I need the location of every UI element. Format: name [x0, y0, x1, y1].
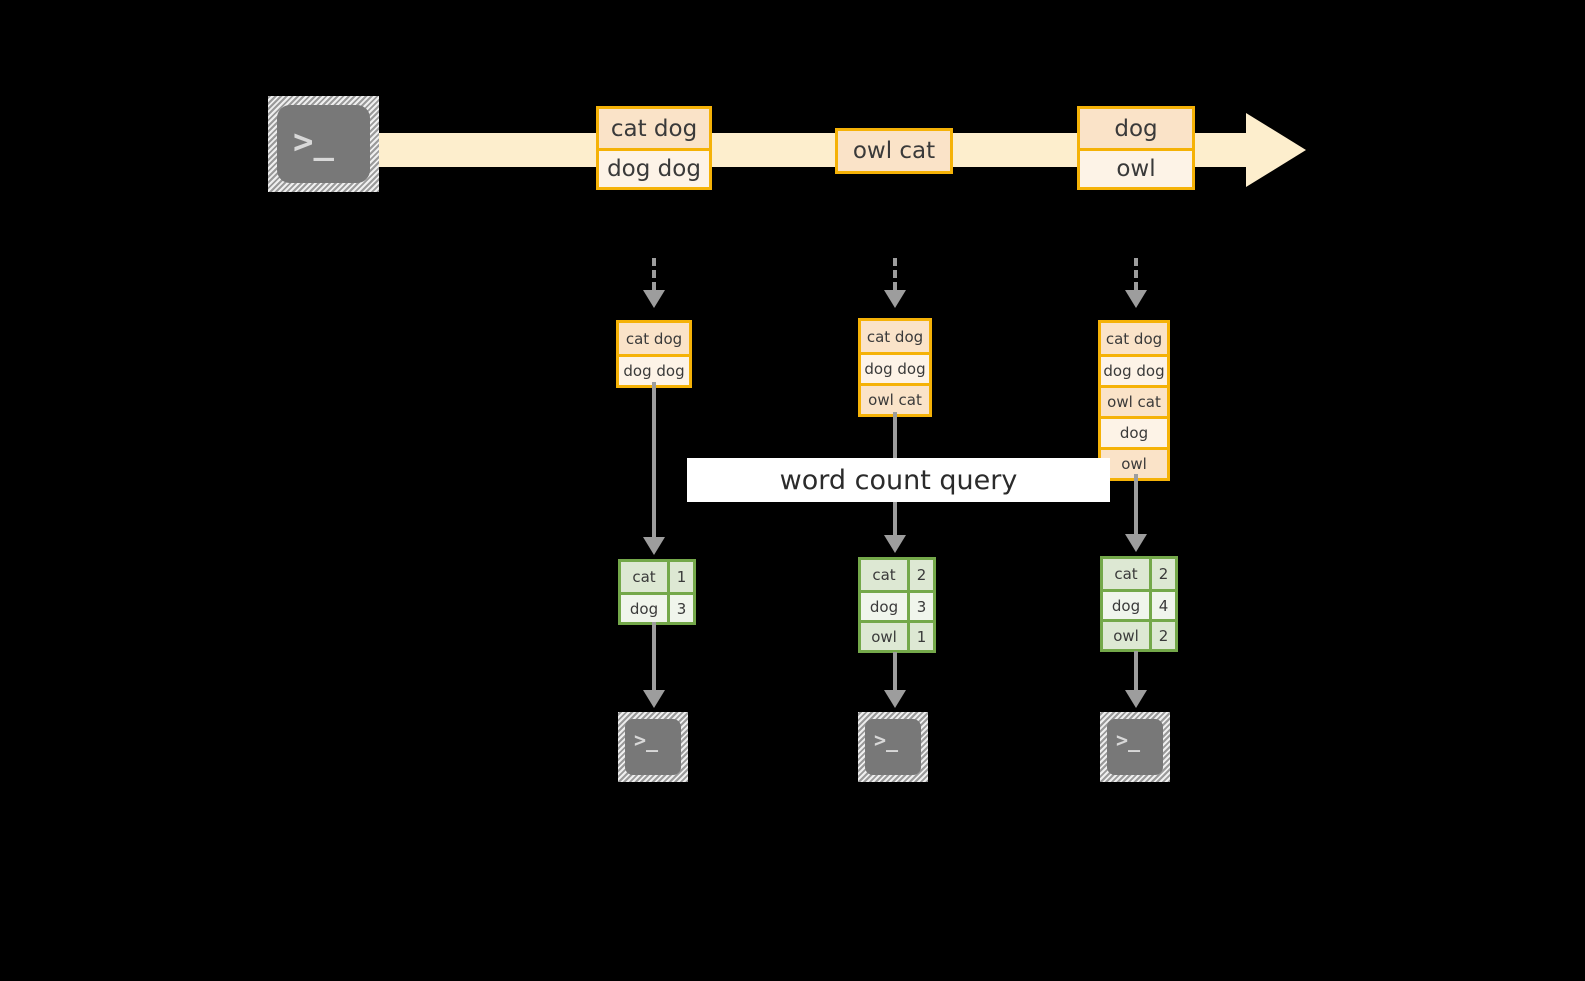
snapshot-record: cat dog	[1101, 323, 1167, 354]
terminal-prompt-glyph: >_	[874, 728, 899, 752]
stream-record: dog dog	[599, 148, 709, 187]
table-row: owl 2	[1103, 619, 1175, 649]
source-terminal-icon: >_	[268, 96, 379, 192]
snapshot-record: cat dog	[861, 321, 929, 352]
result-count: 3	[907, 593, 933, 620]
terminal-screen: >_	[625, 719, 681, 775]
table-row: dog 3	[621, 592, 693, 622]
result-count: 2	[907, 560, 933, 590]
terminal-screen: >_	[1107, 719, 1163, 775]
result-count: 1	[667, 562, 693, 592]
output-line-1	[652, 622, 656, 690]
stream-record: owl cat	[838, 131, 950, 171]
result-count: 2	[1149, 622, 1175, 649]
right-arrow-icon	[1246, 113, 1306, 187]
stream-record: owl	[1080, 148, 1192, 187]
output-arrowhead-1	[643, 690, 665, 708]
stream-record: cat dog	[599, 109, 709, 148]
result-table-3: cat 2 dog 4 owl 2	[1100, 556, 1178, 652]
output-line-2	[893, 652, 897, 690]
table-row: owl 1	[861, 620, 933, 650]
sink-terminal-icon-1: >_	[618, 712, 688, 782]
snapshot-record: dog dog	[619, 354, 689, 385]
sink-terminal-icon-2: >_	[858, 712, 928, 782]
result-word: owl	[871, 627, 897, 646]
query-banner: word count query	[687, 458, 1110, 502]
query-label: word count query	[779, 464, 1018, 496]
snapshot-record: owl cat	[1101, 385, 1167, 416]
result-word: cat	[1114, 565, 1138, 583]
query-line-3	[1134, 474, 1138, 534]
table-row: dog 4	[1103, 589, 1175, 619]
query-line-1	[652, 382, 656, 537]
snapshot-tap-arrowhead-2	[884, 290, 906, 308]
terminal-prompt-glyph: >_	[1116, 728, 1141, 752]
table-row: cat 2	[861, 560, 933, 590]
stream-group-2: owl cat	[835, 128, 953, 174]
terminal-screen: >_	[865, 719, 921, 775]
query-arrowhead-2	[884, 535, 906, 553]
terminal-screen: >_	[277, 105, 370, 183]
stream-group-1: cat dog dog dog	[596, 106, 712, 190]
snapshot-record: dog dog	[1101, 354, 1167, 385]
terminal-prompt-glyph: >_	[634, 728, 659, 752]
result-word: cat	[872, 566, 896, 584]
snapshot-table-3: cat dog dog dog owl cat dog owl	[1098, 320, 1170, 481]
stream-group-3: dog owl	[1077, 106, 1195, 190]
result-word: owl	[1113, 626, 1139, 645]
table-row: dog 3	[861, 590, 933, 620]
result-word: dog	[869, 597, 899, 616]
query-arrowhead-3	[1125, 534, 1147, 552]
snapshot-tap-arrowhead-3	[1125, 290, 1147, 308]
output-arrowhead-2	[884, 690, 906, 708]
snapshot-record: owl	[1101, 447, 1167, 478]
result-table-1: cat 1 dog 3	[618, 559, 696, 625]
terminal-prompt-glyph: >_	[293, 122, 334, 162]
result-count: 2	[1149, 559, 1175, 589]
result-word: dog	[629, 599, 659, 618]
result-table-2: cat 2 dog 3 owl 1	[858, 557, 936, 653]
table-row: cat 1	[621, 562, 693, 592]
sink-terminal-icon-3: >_	[1100, 712, 1170, 782]
stream-record: dog	[1080, 109, 1192, 148]
result-word: cat	[632, 568, 656, 586]
snapshot-record: dog dog	[861, 352, 929, 383]
snapshot-record: owl cat	[861, 383, 929, 414]
query-arrowhead-1	[643, 537, 665, 555]
result-word: dog	[1111, 596, 1141, 615]
table-row: cat 2	[1103, 559, 1175, 589]
output-line-3	[1134, 651, 1138, 690]
snapshot-tap-line-2	[893, 258, 897, 290]
result-count: 3	[667, 595, 693, 622]
result-count: 4	[1149, 592, 1175, 619]
snapshot-table-2: cat dog dog dog owl cat	[858, 318, 932, 417]
snapshot-table-1: cat dog dog dog	[616, 320, 692, 388]
snapshot-record: cat dog	[619, 323, 689, 354]
snapshot-record: dog	[1101, 416, 1167, 447]
snapshot-tap-line-1	[652, 258, 656, 290]
snapshot-tap-arrowhead-1	[643, 290, 665, 308]
snapshot-tap-line-3	[1134, 258, 1138, 290]
result-count: 1	[907, 623, 933, 650]
output-arrowhead-3	[1125, 690, 1147, 708]
